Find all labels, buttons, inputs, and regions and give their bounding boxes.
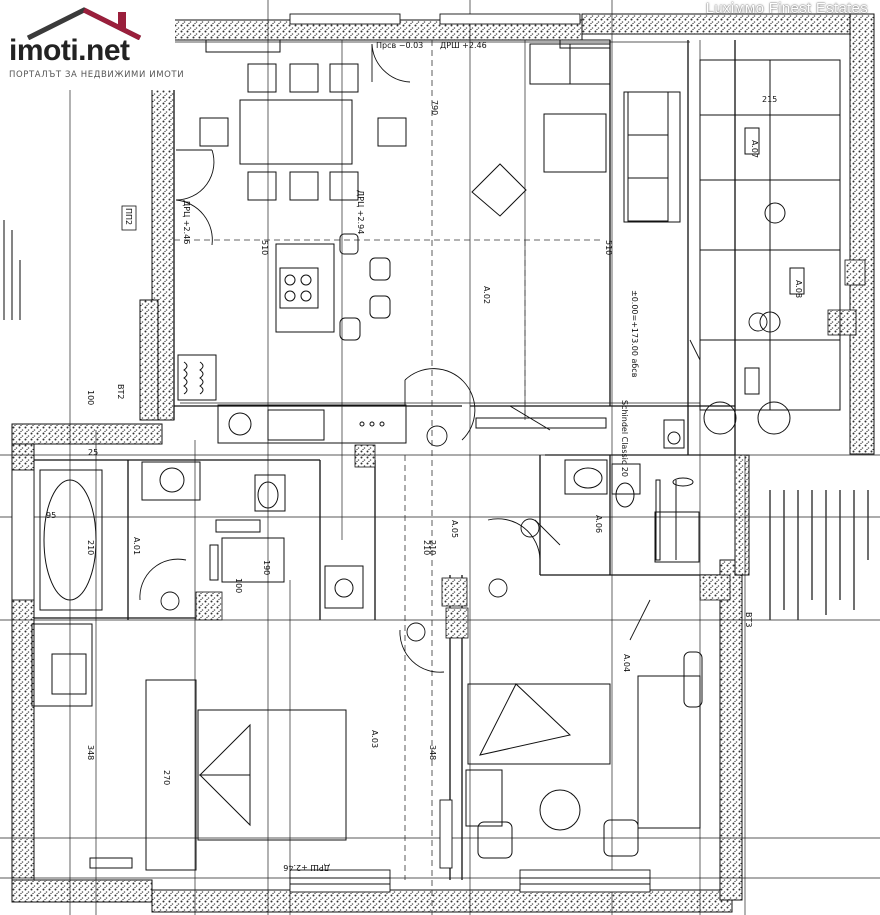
marker-circles — [160, 312, 768, 642]
dim-label: 100 — [86, 390, 95, 405]
logo-tagline: ПОРТАЛЪТ ЗА НЕДВИЖИМИ ИМОТИ — [9, 70, 185, 80]
column-tag: ВТ3 — [744, 612, 753, 627]
dim-label: 215 — [762, 95, 777, 104]
dim-label: 510 — [604, 240, 613, 255]
sill-note: Прсв −0.03 — [376, 41, 423, 50]
kitchen-counter — [177, 354, 407, 444]
dim-label: 270 — [162, 770, 171, 785]
dimension-labels: 790 510 510 210 190 210 348 348 270 210 … — [46, 95, 777, 785]
chimney-icon — [118, 12, 126, 28]
room-codes: A.01 A.02 A.03 A.04 A.05 A.06 A.07 A.08 — [132, 140, 803, 748]
elevation-note: ±0.00=+173.00 абсв — [630, 290, 639, 378]
kitchen-island — [275, 233, 391, 341]
room-code: A.01 — [132, 537, 141, 555]
dashed-axes — [174, 40, 600, 915]
room-code: A.06 — [594, 515, 603, 533]
sill-notes: Прсв −0.03 ДРШ +2.46 ДРЦ +2.94 ДРЦ +2.46… — [182, 41, 639, 872]
outer-walls — [11, 13, 875, 913]
bedroom-left — [31, 623, 347, 871]
sill-note: ДРШ +2.46 — [440, 41, 487, 50]
dim-label: 210 — [428, 540, 437, 555]
house-roof-icon — [26, 7, 142, 40]
partition-blocks — [195, 259, 866, 639]
utility-strip — [475, 59, 841, 449]
dim-label: 790 — [430, 100, 439, 115]
bedroom-right — [465, 651, 703, 859]
spec-text-block — [769, 490, 869, 620]
main-bathroom — [39, 461, 364, 611]
room-code: A.07 — [750, 140, 759, 158]
windows — [11, 13, 651, 893]
dim-label: 210 — [422, 540, 431, 555]
doors — [139, 43, 701, 673]
dim-label: 348 — [428, 745, 437, 760]
dim-label: 348 — [86, 745, 95, 760]
dim-label: 100 — [234, 578, 243, 593]
dim-label: 190 — [262, 560, 271, 575]
dining-set — [199, 63, 407, 201]
left-notes — [3, 220, 21, 320]
sill-note: ДРЦ +2.46 — [182, 200, 191, 244]
room-code: A.08 — [794, 280, 803, 298]
sill-note: ДРЦ +2.94 — [356, 190, 365, 234]
section-tag: Schindel Classic 20 — [620, 400, 629, 477]
column-tags: ПП2 ВТ2 ВТ3 — [116, 205, 753, 627]
watermark: Luxiммо Finest Estates — [705, 0, 868, 17]
logo-name: imoti.net — [9, 34, 130, 67]
room-code: A.02 — [482, 286, 491, 304]
dim-label: 25 — [88, 448, 98, 457]
dim-label: 95 — [46, 511, 56, 520]
dim-label: 210 — [86, 540, 95, 555]
room-code: A.04 — [622, 654, 631, 672]
column-tag: ВТ2 — [116, 384, 125, 399]
room-code: A.05 — [450, 520, 459, 538]
guest-bathroom — [564, 459, 700, 563]
logo: imoti.net ПОРТАЛЪТ ЗА НЕДВИЖИМИ ИМОТИ — [0, 0, 184, 90]
sill-note: ДРШ +2.46 — [283, 863, 330, 872]
room-code: A.03 — [370, 730, 379, 748]
lounge-set — [205, 39, 681, 223]
dim-label: 510 — [260, 240, 269, 255]
column-tag: ПП2 — [124, 208, 133, 225]
